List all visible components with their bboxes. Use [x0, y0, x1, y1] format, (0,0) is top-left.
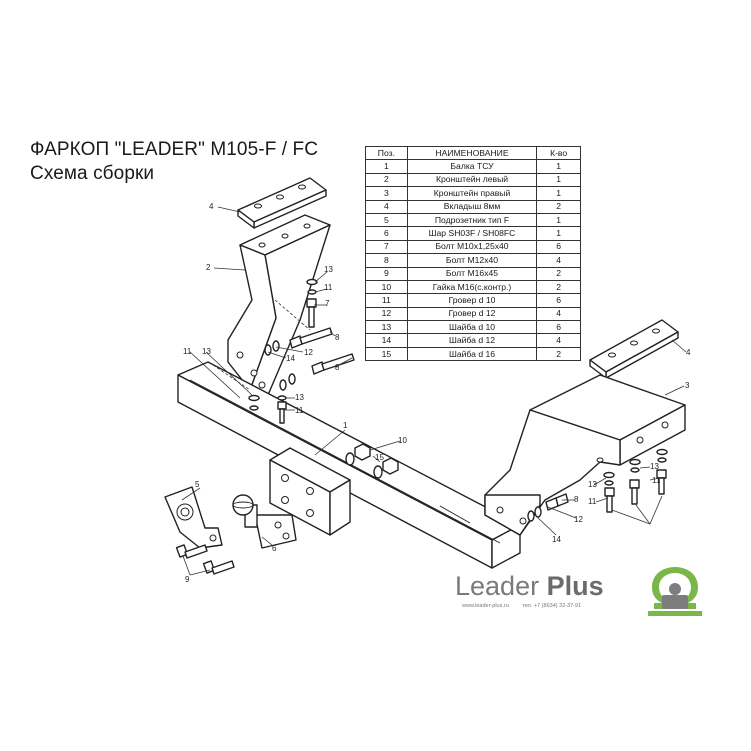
callout-nut-m16: 10: [398, 436, 407, 445]
ball-mount-plate: [269, 447, 351, 536]
cell-name: Шайба d 12: [406, 333, 538, 348]
callout-grover-d10-a: 11: [324, 283, 333, 292]
callout-washer-d12-a: 14: [286, 354, 295, 363]
callout-grover-d10-e: 11: [652, 476, 661, 485]
brand-website: www.leader-plus.ru: [462, 603, 509, 609]
callout-ball: 6: [272, 544, 277, 553]
brand-contacts: www.leader-plus.ru тел. +7 (8634) 32-37-…: [462, 603, 593, 609]
cell-name: Шайба d 16: [406, 346, 538, 362]
brand-wordmark: Leader Plus: [455, 571, 604, 601]
callout-washer-d10-a: 13: [324, 265, 333, 274]
diagram-subtitle: Схема сборки: [30, 163, 155, 184]
title-block: ФАРКОП "LEADER" M105-F / FC Схема сборки: [30, 138, 360, 186]
callout-washer-d16: 15: [375, 453, 384, 462]
callout-washer-d12-b: 14: [552, 535, 561, 544]
callout-grover-d12-b: 12: [574, 515, 583, 524]
callout-bracket-left: 2: [206, 263, 211, 272]
cell-quantity: 2: [536, 346, 581, 362]
brand-phone: тел. +7 (8634) 32-37-91: [522, 603, 582, 609]
insert-left: [237, 177, 327, 229]
callout-numbers: 4 2 4 3 1 5 6 10 15 9 13 11 7 8 8 12 14 …: [183, 202, 691, 584]
callout-grover-d10-d: 11: [588, 497, 597, 506]
omega-tow-hitch-logo-icon: [648, 567, 702, 616]
callout-washer-d10-e: 13: [650, 462, 659, 471]
callout-bolt-m12-right: 8: [574, 495, 579, 504]
brand-name-leader: Leader: [455, 571, 547, 601]
parts-table-header-row: Поз. НАИМЕНОВАНИЕ К-во: [365, 145, 581, 161]
callout-grover-d10-b: 11: [295, 406, 304, 415]
callout-insert-left: 4: [209, 202, 214, 211]
callout-bolt-m16: 9: [185, 575, 190, 584]
cell-quantity: 1: [536, 212, 581, 228]
insert-right: [589, 319, 679, 379]
brand-name-plus: Plus: [546, 571, 604, 601]
diagram-title: ФАРКОП "LEADER" M105-F / FC: [30, 139, 319, 160]
callout-leaders: [181, 206, 687, 576]
bracket-right: [484, 374, 686, 536]
callout-socket-plate: 5: [195, 480, 200, 489]
callout-bolt-m12-left: 8: [335, 333, 340, 342]
callout-bolt-m10: 7: [325, 299, 330, 308]
callout-grover-d10-c: 11: [183, 347, 192, 356]
callout-bracket-right: 3: [685, 381, 690, 390]
callout-grover-d12-a: 12: [304, 348, 313, 357]
left-bracket-fasteners: [212, 278, 355, 424]
callout-washer-d10-c: 13: [202, 347, 211, 356]
socket-plate: [164, 486, 223, 549]
callout-washer-d10-b: 13: [295, 393, 304, 402]
callout-washer-d10-d: 13: [588, 480, 597, 489]
callout-insert-right: 4: [686, 348, 691, 357]
nuts-and-washers-m16: [345, 443, 399, 479]
right-bracket-fasteners: [527, 448, 668, 525]
callout-bolt-m12-left-b: 8: [335, 363, 340, 372]
callout-beam: 1: [343, 421, 348, 430]
bolts-m16: [175, 544, 235, 575]
